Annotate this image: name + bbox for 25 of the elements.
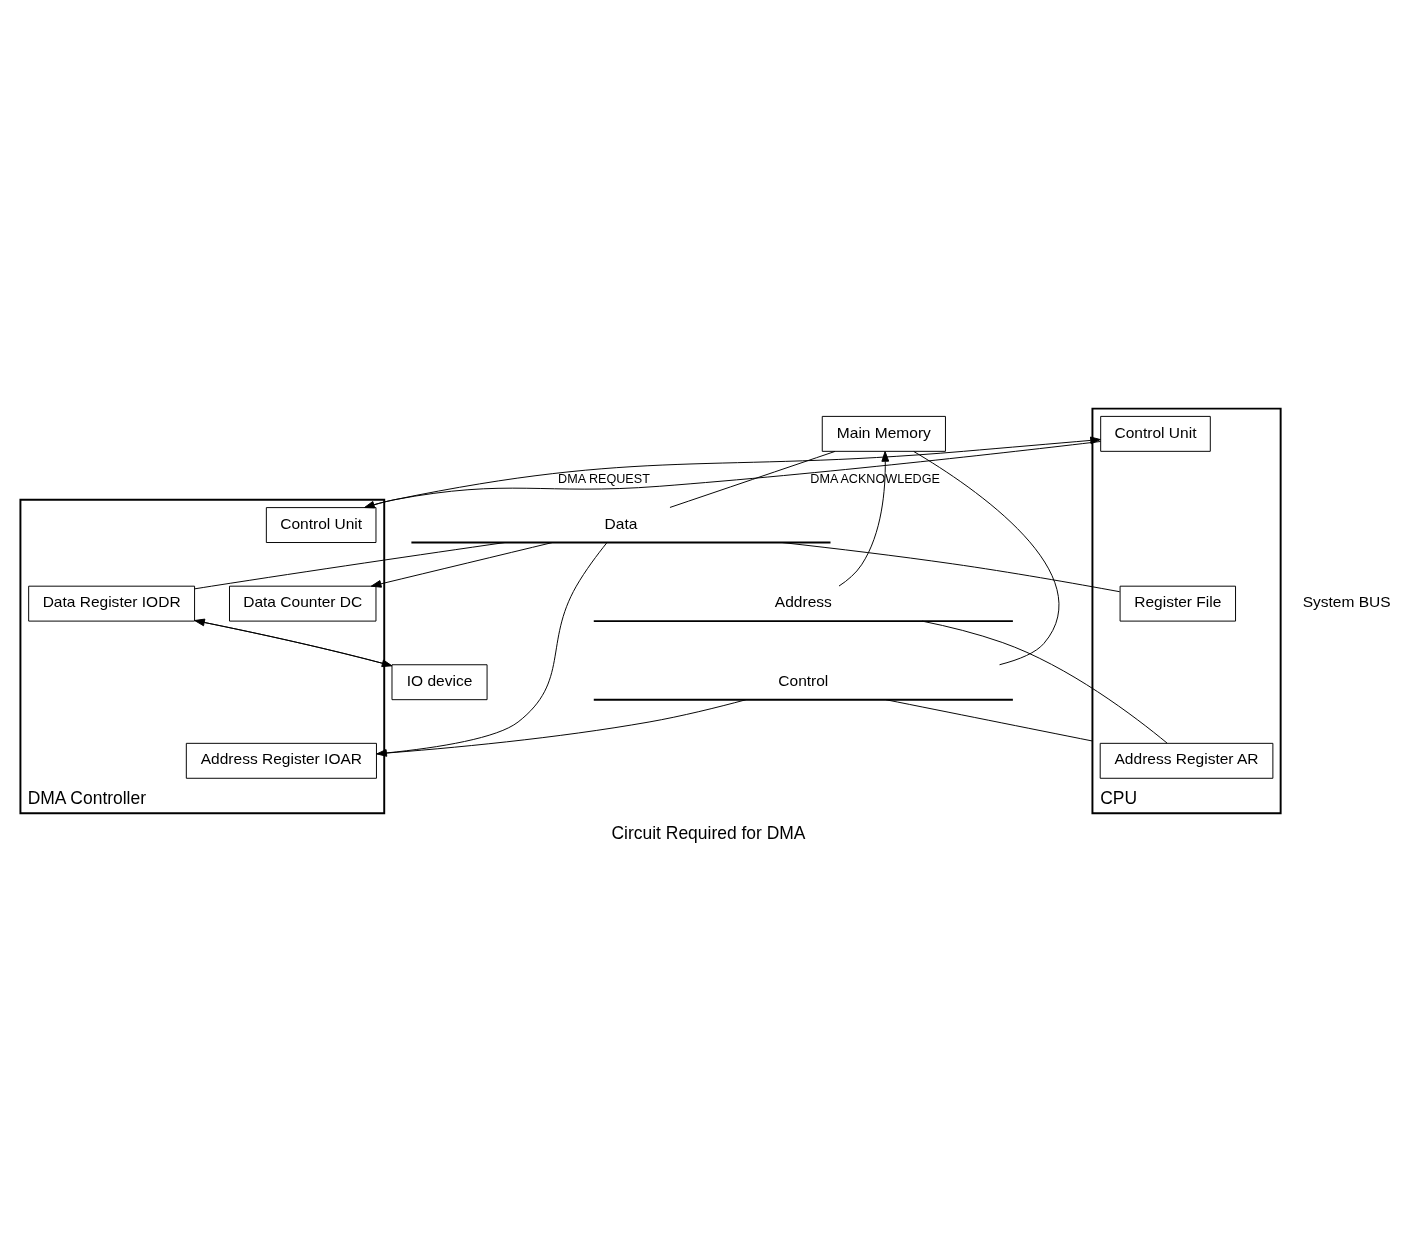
node-text: Control bbox=[778, 671, 829, 689]
node-box: Control Unit bbox=[1100, 415, 1211, 452]
node-text: Data bbox=[604, 514, 638, 532]
arrow bbox=[838, 450, 890, 586]
connector bbox=[194, 541, 506, 589]
connector bbox=[781, 541, 1121, 592]
edge-label: DMA ACKNOWLEDGE bbox=[810, 471, 940, 486]
edge-label: DMA REQUEST bbox=[558, 471, 650, 486]
connector bbox=[669, 450, 836, 508]
connector bbox=[885, 698, 1093, 741]
node-box: Address Register IOAR bbox=[185, 742, 377, 779]
node-box: Address Register AR bbox=[1099, 742, 1274, 779]
caption: Circuit Required for DMA bbox=[611, 822, 806, 843]
node-box: Data Counter DC bbox=[229, 585, 377, 622]
arrow bbox=[370, 541, 553, 588]
node-box: Main Memory bbox=[821, 415, 946, 452]
node-text: Address bbox=[774, 592, 832, 610]
node-box: IO device bbox=[391, 663, 488, 700]
connector bbox=[921, 620, 1168, 744]
connector bbox=[376, 698, 747, 754]
node-box: Control Unit bbox=[265, 506, 377, 543]
label: System BUS bbox=[1302, 592, 1391, 610]
connector bbox=[913, 450, 1060, 665]
node-box: Data Register IODR bbox=[28, 585, 196, 622]
node-box: Register File bbox=[1119, 585, 1236, 622]
